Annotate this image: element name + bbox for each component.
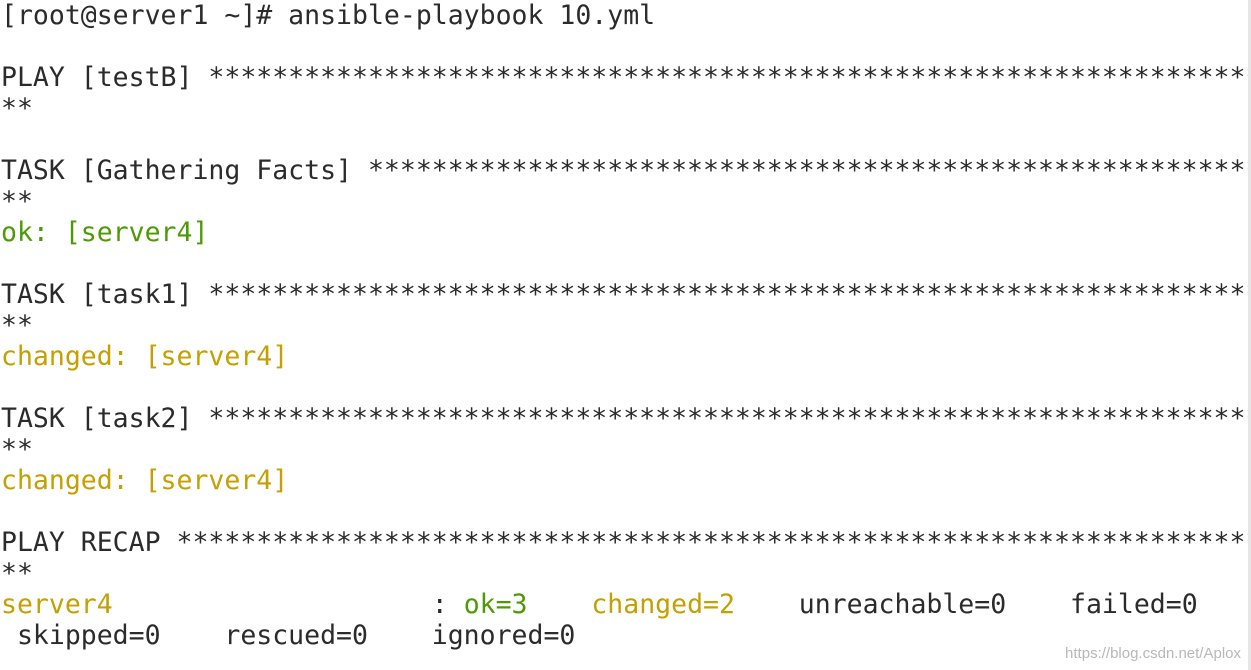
recap-unreachable: unreachable=0: [798, 589, 1007, 620]
task-gathering-facts-header: TASK [Gathering Facts] *****************…: [1, 155, 1251, 186]
play-recap-wrap: **: [1, 558, 33, 589]
recap-host-line: server4 : ok=3 changed=2 unreachable=0 f…: [1, 589, 1198, 620]
recap-second-line: skipped=0 rescued=0 ignored=0: [1, 620, 576, 651]
task1-result: changed: [server4]: [1, 341, 289, 372]
play-recap-header: PLAY RECAP *****************************…: [1, 527, 1251, 558]
recap-host: server4: [1, 589, 113, 620]
task2-header: TASK [task2] ***************************…: [1, 403, 1251, 434]
task1-header: TASK [task1] ***************************…: [1, 279, 1251, 310]
play-header-wrap: **: [1, 93, 33, 124]
recap-changed: changed=2: [591, 589, 735, 620]
play-header: PLAY [testB] ***************************…: [1, 62, 1251, 93]
task2-result: changed: [server4]: [1, 465, 289, 496]
task-gathering-facts-wrap: **: [1, 186, 33, 217]
task-gathering-facts-result: ok: [server4]: [1, 217, 209, 248]
scrollbar-edge[interactable]: [1248, 0, 1251, 670]
recap-ok: ok=3: [463, 589, 528, 620]
watermark: https://blog.csdn.net/Aplox: [1065, 645, 1241, 662]
recap-failed: failed=0: [1070, 589, 1198, 620]
recap-separator: :: [112, 589, 464, 620]
command-line: [root@server1 ~]# ansible-playbook 10.ym…: [1, 0, 656, 31]
task1-wrap: **: [1, 310, 33, 341]
task2-wrap: **: [1, 434, 33, 465]
